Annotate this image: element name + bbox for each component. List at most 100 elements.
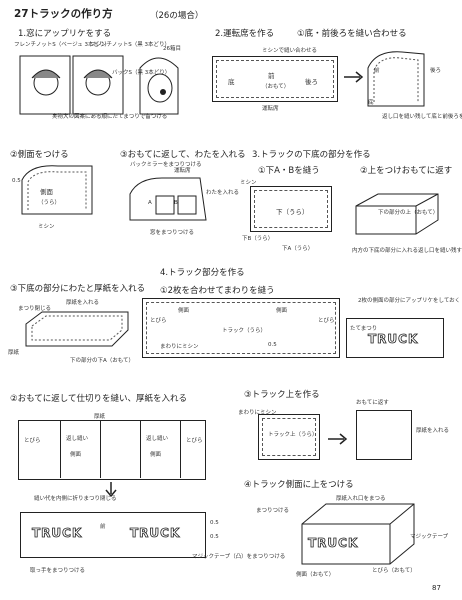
step-2-1-heading: ①底・前後ろを縫い合わせる [297,29,407,39]
label-kaeshi-nui-2: 返し縫い [146,436,169,442]
truck-assembled-illustration [301,503,415,565]
label-nuishiro-note: 縫い代を内側に折りまつり閉じる [34,496,117,502]
pattern-strip-seam [216,60,334,98]
label-soko: 底 [228,78,235,86]
label-shita-omote: 下の部分の上（おもて） [378,210,439,216]
step-4-heading: 4.トラック部分を作る [160,268,245,278]
label-tobira-4: とびら [186,438,203,444]
label-omote-ni-kaesu: おもてに返す [356,400,389,406]
label-a: A [148,200,152,206]
step-2-heading: 2.運転席を作る [215,29,275,39]
label-sokumen-3: 側面 [70,452,82,458]
label-mishin-a: ミシン [38,224,55,230]
label-matsuri-tojiru: まつり閉じる [18,306,52,312]
label-mawari-mishin: まわりにミシン [160,344,199,350]
label-mishin-nuiawase: ミシンで縫い合わせる [262,48,318,54]
label-french-knot-black: フレンチノットS（黒 3本どり） [90,42,170,48]
label-atsugami-ireguchi: 厚紙入れ口をまつる [336,496,386,502]
label-tobira-omote: とびら（おもて） [372,568,416,574]
label-cab-mae: 前 [374,68,380,74]
step-4-2-heading: ②おもてに返して仕切りを縫い、厚紙を入れる [10,394,188,404]
partition-line-1 [60,420,61,478]
truck-top-seam [262,418,316,456]
label-tobira-2: とびら [318,318,335,324]
arrow-right-icon [344,71,364,83]
label-applique-note: 2枚の側面の部分にアップリケをしておく [358,298,461,304]
label-back-stitch: バックS（黒 3本どり） [112,70,171,76]
label-kaeshi-nui-1: 返し縫い [66,436,89,442]
label-sokumen-1: 側面 [178,308,190,314]
step-3-3-heading: ③下底の部分にわたと厚紙を入れる [10,284,146,294]
label-mishin-b: ミシン [240,180,257,186]
step-3-1-heading: ①下A・Bを縫う [258,166,320,176]
cab-stuffed-illustration [129,177,207,221]
label-05-c: 0.5 [210,520,219,526]
truck-partition-panel [18,420,206,480]
label-mae-2: 前 [100,524,106,530]
step-4-3-heading: ③トラック上を作る [244,390,320,400]
label-05-b: 0.5 [268,342,277,348]
label-sokumen-2: 側面 [276,308,288,314]
label-shita-b: 下B（うら） [242,236,274,242]
label-shita-bubun: 下の部分の下A（おもて） [70,358,135,364]
label-mae-omote: （おもて） [262,84,290,90]
label-mae: 前 [268,72,275,80]
label-kaeshiguchi: 返し口を縫い残して底と前後ろを縫う [382,114,462,120]
label-cab-ushiro: 後ろ [430,68,442,74]
window-applique-illustration [19,55,179,115]
label-uchigawa-note: 内方の下底の部分に入れる返し口を縫い残す [352,248,462,254]
label-magic-tape: マジックテープ [410,534,449,540]
label-shita-ura: 下（うら） [276,208,309,216]
label-atsugami-ireru: 厚紙を入れる [66,300,100,306]
label-atsugami: 厚紙 [8,350,20,356]
label-b: B [174,200,178,206]
partition-line-2 [100,420,101,478]
label-mawari-nishin: まわりにミシン [238,410,277,416]
step-4-1-heading: ①2枚を合わせてまわりを縫う [160,286,275,296]
step-2-2-heading: ②側面をつける [10,150,69,160]
label-untenseki-b: 運転席 [174,168,191,174]
label-wata: わたを入れる [206,190,240,196]
step-3-2-heading: ②上をつけおもてに返す [360,166,453,176]
label-truck-ura: トラック（うら） [222,328,267,334]
label-cab-soko: 底 [368,100,374,106]
label-sokumen-ura: （うら） [38,200,61,206]
label-matsuri-tsukeru: まつりつける [256,508,290,514]
label-tate-matsuri: たてまつり [350,326,378,332]
lower-box-seam [254,190,328,228]
label-tobira-1: とびら [150,318,167,324]
truck-panel-seam [146,302,336,354]
cab-shell-illustration [367,51,425,107]
arrow-right-icon-2 [328,433,348,445]
label-tobira-3: とびら [24,438,41,444]
partition-line-3 [140,420,141,478]
page-number: 87 [432,584,441,592]
step-3-heading: 3.トラックの下底の部分を作る [252,150,371,160]
partition-line-4 [180,420,181,478]
label-26: 26箱目 [163,46,181,52]
truck-finished-panel [20,512,206,558]
side-panel-illustration [21,165,93,215]
case-label: （26の場合） [150,11,204,21]
label-truck-ue: トラック上（うら） [268,432,318,438]
truck-lettering-4: TRUCK [308,536,359,551]
label-mado-matsuri: 窓をまつりつける [150,230,195,236]
truck-lettering-2: TRUCK [32,526,83,541]
label-sokumen: 側面 [40,188,53,196]
step-2-3-heading: ③おもてに返して、わたを入れる [120,150,246,160]
arrow-down-icon [105,482,117,498]
label-05-a: 0.5 [12,178,21,184]
label-untenseki: 運転席 [262,106,279,112]
truck-applique-panel [346,318,444,358]
step-1-heading: 1.窓にアップリケをする [18,29,112,39]
step-4-4-heading: ④トラック側面に上をつける [244,480,354,490]
label-shita-a: 下A（うら） [282,246,314,252]
tray-illustration [25,311,129,347]
label-tottesu: 取っ手をまつりつける [30,568,86,574]
label-05-d: 0.5 [210,534,219,540]
label-atsugami-2: 厚紙 [94,414,106,420]
truck-lettering-3: TRUCK [130,526,181,541]
label-french-knot-beige: フレンチノットS（ベージュ 3本どり） [14,42,110,48]
label-magic-tape-a: マジックテープ（凸）をまつりつける [192,554,286,560]
truck-lettering-1: TRUCK [368,332,419,347]
